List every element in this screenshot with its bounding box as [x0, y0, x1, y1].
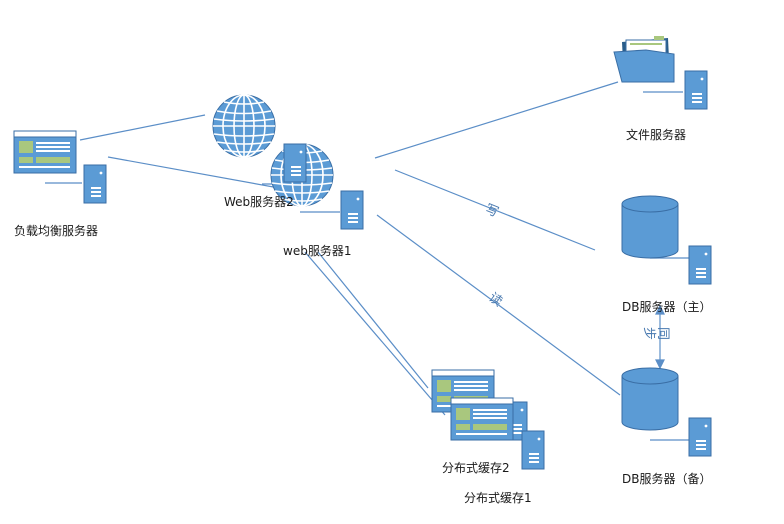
label-cache-2: 分布式缓存2 — [442, 461, 510, 475]
label-load-balancer: 负载均衡服务器 — [14, 224, 99, 238]
load-balancer-icon — [13, 130, 107, 204]
label-cache-1: 分布式缓存1 — [464, 491, 532, 505]
globe-icon — [212, 94, 334, 207]
label-web-server-1: web服务器1 — [283, 244, 352, 258]
line-web-dbbackup — [376, 214, 621, 396]
connection-lines — [45, 81, 690, 441]
line-web-dbmain — [394, 169, 596, 251]
label-db-primary: DB服务器（主） — [622, 300, 712, 314]
line-lb-web2 — [79, 114, 206, 141]
web-server-1-icon — [340, 190, 364, 230]
db-primary-icon — [621, 195, 712, 285]
db-backup-icon — [621, 367, 712, 457]
line-web-cache1 — [317, 251, 429, 389]
line-web-file — [374, 81, 619, 159]
web-server-2-icon — [283, 143, 307, 183]
file-server-icon — [684, 70, 708, 110]
folder-icon — [613, 36, 675, 83]
line-lb-web1 — [107, 156, 291, 191]
label-sync: 同步 — [641, 327, 670, 341]
label-file-server: 文件服务器 — [626, 128, 687, 142]
sync-arrow — [655, 304, 665, 370]
line-web-cache2 — [304, 251, 446, 416]
label-db-backup: DB服务器（备） — [622, 472, 712, 486]
label-web-server-2: Web服务器2 — [224, 195, 294, 209]
